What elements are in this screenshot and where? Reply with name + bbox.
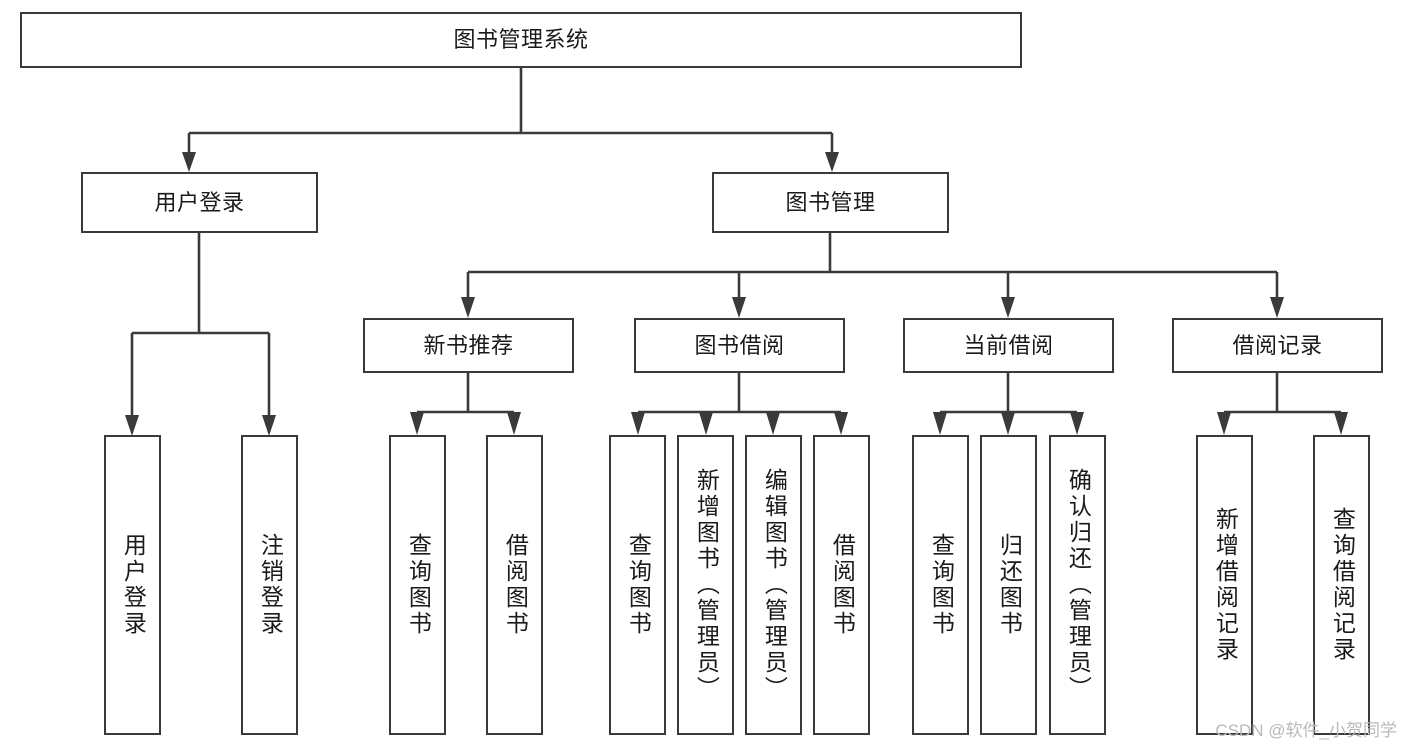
node-label: 查询借阅记录 <box>1329 507 1356 663</box>
node-current-borrow[interactable]: 当前借阅 <box>903 318 1114 373</box>
leaf-current-borrow-confirm-return[interactable]: 确认归还（管理员） <box>1049 435 1106 735</box>
leaf-user-login-login[interactable]: 用户登录 <box>104 435 161 735</box>
node-label: 图书管理系统 <box>453 27 589 53</box>
leaf-user-login-logout[interactable]: 注销登录 <box>241 435 298 735</box>
node-label: 借阅图书 <box>829 533 856 637</box>
leaf-borrow-record-add[interactable]: 新增借阅记录 <box>1196 435 1253 735</box>
node-label: 借阅图书 <box>502 533 529 637</box>
node-label: 用户登录 <box>154 189 245 215</box>
node-label: 用户登录 <box>120 533 147 637</box>
node-label: 当前借阅 <box>963 332 1054 358</box>
node-label: 新增借阅记录 <box>1212 507 1239 663</box>
node-label: 编辑图书（管理员） <box>761 468 788 702</box>
leaf-current-borrow-return[interactable]: 归还图书 <box>980 435 1037 735</box>
node-label: 查询图书 <box>928 533 955 637</box>
leaf-current-borrow-query[interactable]: 查询图书 <box>912 435 969 735</box>
node-borrow-record[interactable]: 借阅记录 <box>1172 318 1383 373</box>
node-label: 查询图书 <box>405 533 432 637</box>
node-new-book-recommend[interactable]: 新书推荐 <box>363 318 574 373</box>
leaf-book-borrow-add[interactable]: 新增图书（管理员） <box>677 435 734 735</box>
node-label: 归还图书 <box>996 533 1023 637</box>
node-label: 图书管理 <box>785 189 876 215</box>
leaf-new-book-query[interactable]: 查询图书 <box>389 435 446 735</box>
leaf-book-borrow-edit[interactable]: 编辑图书（管理员） <box>745 435 802 735</box>
leaf-book-borrow-borrow[interactable]: 借阅图书 <box>813 435 870 735</box>
node-user-login[interactable]: 用户登录 <box>81 172 318 233</box>
leaf-borrow-record-query[interactable]: 查询借阅记录 <box>1313 435 1370 735</box>
node-label: 查询图书 <box>625 533 652 637</box>
node-label: 图书借阅 <box>694 332 785 358</box>
node-book-borrow[interactable]: 图书借阅 <box>634 318 845 373</box>
node-book-management[interactable]: 图书管理 <box>712 172 949 233</box>
node-label: 新增图书（管理员） <box>693 468 720 702</box>
node-label: 借阅记录 <box>1232 332 1323 358</box>
leaf-book-borrow-query[interactable]: 查询图书 <box>609 435 666 735</box>
node-label: 新书推荐 <box>423 332 514 358</box>
node-root-book-management-system[interactable]: 图书管理系统 <box>20 12 1022 68</box>
node-label: 注销登录 <box>257 533 284 637</box>
leaf-new-book-borrow[interactable]: 借阅图书 <box>486 435 543 735</box>
node-label: 确认归还（管理员） <box>1065 468 1092 702</box>
